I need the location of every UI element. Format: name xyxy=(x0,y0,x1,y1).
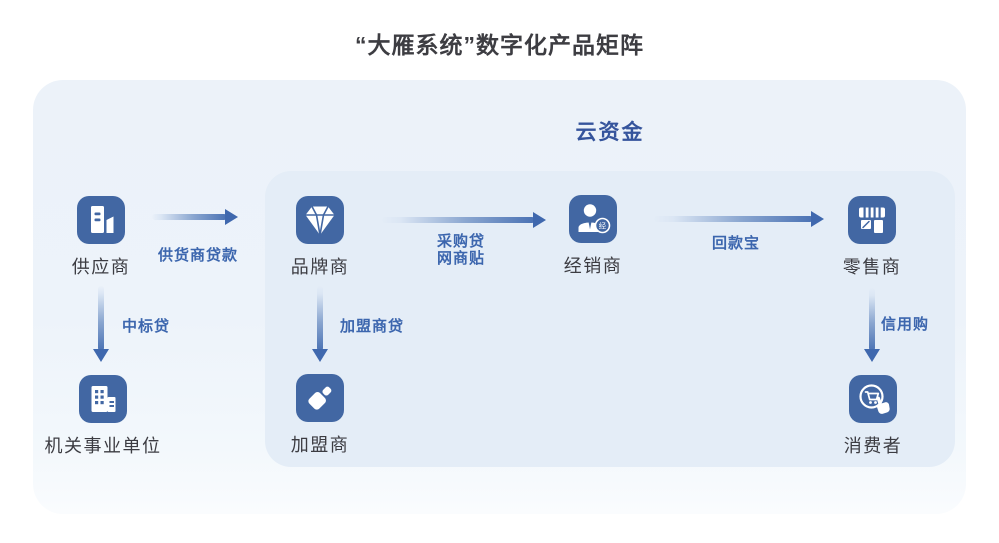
arrow-head-right-icon xyxy=(533,212,546,228)
node-consumer: 消费者 xyxy=(813,375,933,458)
node-label: 经销商 xyxy=(563,256,623,276)
diamond-icon xyxy=(296,196,344,244)
arrow-head-down-icon xyxy=(312,349,328,362)
flow-label-line-1: 采购贷 xyxy=(436,233,485,250)
flow-label-supply-loan: 供货商贷款 xyxy=(157,247,238,264)
node-government: 机关事业单位 xyxy=(33,375,173,458)
arrow-shaft xyxy=(382,217,535,223)
arrow-head-right-icon xyxy=(811,211,824,227)
cloud-funds-label: 云资金 xyxy=(575,121,645,144)
arrow-supplier-to-brand xyxy=(152,209,238,225)
flow-label-line-2: 网商贴 xyxy=(436,250,485,267)
flow-label-repayment: 回款宝 xyxy=(711,235,760,252)
arrow-supplier-to-government xyxy=(93,286,109,362)
arrow-head-down-icon xyxy=(864,349,880,362)
flow-label-franchise-loan: 加盟商贷 xyxy=(340,318,405,335)
arrow-brand-to-distributor xyxy=(382,212,546,228)
node-distributor: 经 经销商 xyxy=(533,195,653,278)
node-label: 供应商 xyxy=(71,257,131,277)
node-label: 机关事业单位 xyxy=(44,436,162,456)
distributor-badge-text: 经 xyxy=(599,220,607,230)
storefront-icon xyxy=(848,196,896,244)
flow-label-purchase-loan: 采购贷 网商贴 xyxy=(411,233,511,267)
arrow-retailer-to-consumer xyxy=(864,288,880,362)
node-retailer: 零售商 xyxy=(812,196,932,279)
node-label: 加盟商 xyxy=(290,435,350,455)
arrow-shaft xyxy=(317,286,323,351)
office-building-icon xyxy=(79,375,127,423)
arrow-shaft xyxy=(98,286,104,351)
arrow-head-down-icon xyxy=(93,349,109,362)
node-label: 品牌商 xyxy=(290,257,350,277)
stamp-icon xyxy=(296,374,344,422)
flow-label-bid-loan: 中标贷 xyxy=(122,318,171,335)
arrow-shaft xyxy=(152,214,227,220)
node-label: 零售商 xyxy=(842,257,902,277)
arrow-distributor-to-retailer xyxy=(654,211,824,227)
node-brand: 品牌商 xyxy=(260,196,380,279)
arrow-head-right-icon xyxy=(225,209,238,225)
node-supplier: 供应商 xyxy=(41,196,161,279)
arrow-brand-to-franchisee xyxy=(312,286,328,362)
building-icon xyxy=(77,196,125,244)
cart-click-icon xyxy=(849,375,897,423)
arrow-shaft xyxy=(869,288,875,351)
salesperson-icon: 经 xyxy=(569,195,617,243)
arrow-shaft xyxy=(654,216,813,222)
flow-label-credit-purchase: 信用购 xyxy=(881,316,930,333)
page-title: “大雁系统”数字化产品矩阵 xyxy=(355,32,644,58)
node-label: 消费者 xyxy=(843,436,903,456)
node-franchisee: 加盟商 xyxy=(260,374,380,457)
